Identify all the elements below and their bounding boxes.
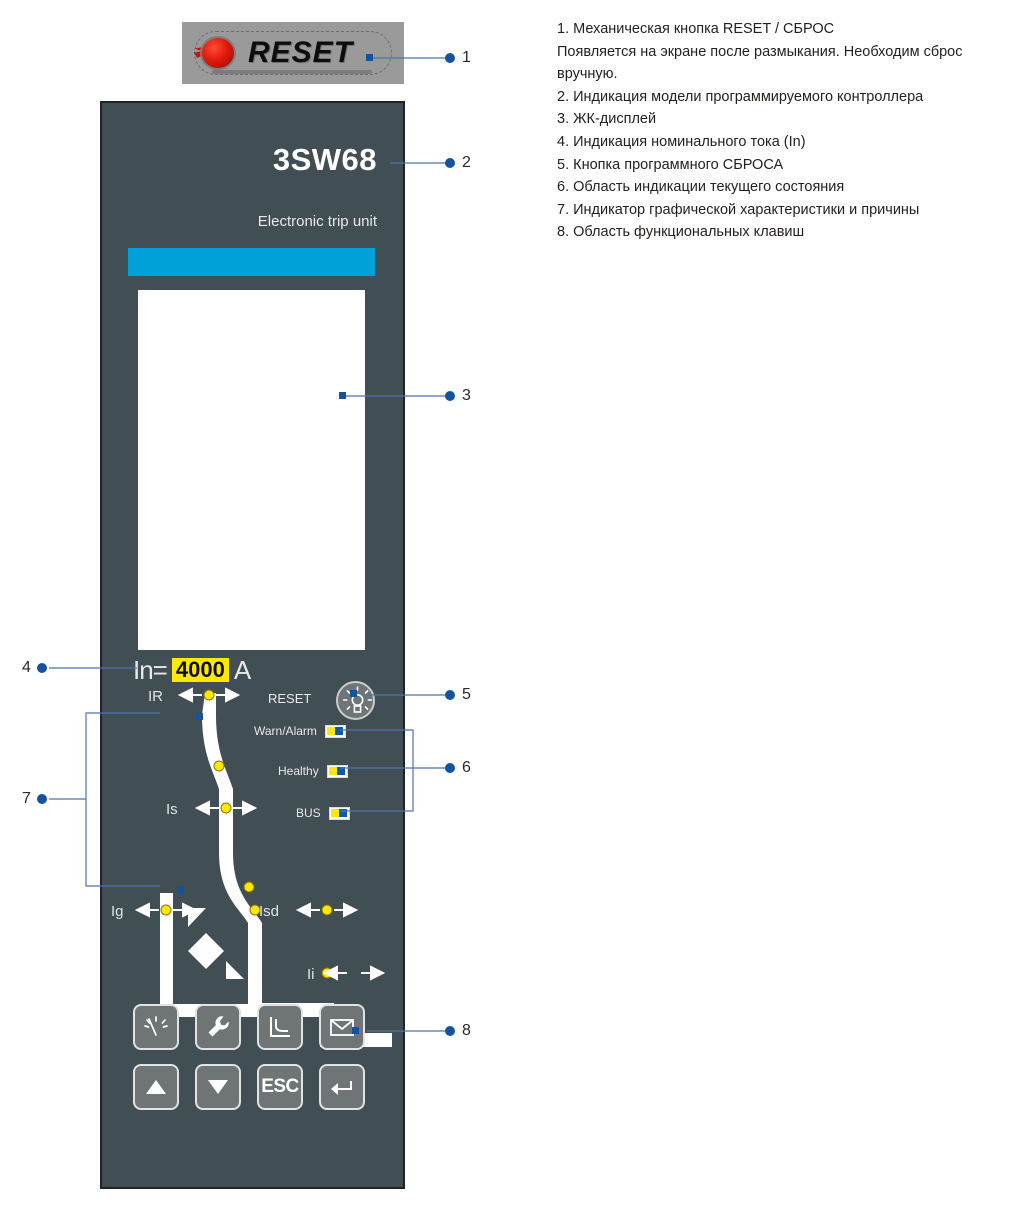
- status-led-healthy: Healthy: [278, 764, 348, 778]
- legend-line: 7. Индикатор графической характеристики …: [557, 201, 920, 218]
- measure-key[interactable]: [133, 1004, 179, 1050]
- accent-bar: [128, 248, 375, 276]
- legend-line: 1. Механическая кнопка RESET / СБРОС: [557, 21, 835, 37]
- status-led-label: Warn/Alarm: [254, 724, 317, 738]
- soft-reset-button[interactable]: [336, 681, 375, 720]
- legend-line: Появляется на экране после размыкания. Н…: [557, 43, 963, 60]
- callout-number-4: 4: [22, 659, 31, 676]
- legend-panel: 1. Механическая кнопка RESET / СБРОС Поя…: [557, 18, 1027, 244]
- curve-label-ir: IR: [148, 688, 163, 705]
- device-subtitle-label: Electronic trip unit: [257, 213, 377, 230]
- function-key-row-bottom: ESC: [133, 1064, 365, 1110]
- led-indicator-icon: [326, 764, 348, 778]
- envelope-icon: [330, 1019, 354, 1036]
- led-indicator-icon: [328, 806, 350, 820]
- callout-number-7: 7: [22, 790, 31, 807]
- legend-line: 3. ЖК-дисплей: [557, 111, 657, 128]
- wrench-icon: [208, 1016, 229, 1037]
- enter-return-icon: [331, 1081, 352, 1095]
- legend-line: 8. Область функциональных клавиш: [557, 224, 805, 241]
- adjust-arrows: [134, 687, 386, 981]
- callout-number-6: 6: [462, 759, 471, 776]
- arrow-up-icon: [146, 1080, 166, 1094]
- curve-label-isd: Isd: [259, 903, 279, 920]
- legend-line: 2. Индикация модели программируемого кон…: [557, 88, 924, 105]
- status-led-bus: BUS: [296, 806, 350, 820]
- curve-label-is: Is: [166, 801, 178, 818]
- mechanical-reset-label: RESET: [248, 36, 354, 69]
- rated-current-value: 4000: [171, 658, 229, 682]
- device-model-label: 3SW68: [272, 142, 377, 177]
- legend-line: вручную.: [557, 66, 618, 83]
- curve-key[interactable]: [257, 1004, 303, 1050]
- mechanical-reset-button[interactable]: RESET: [182, 22, 404, 84]
- led-indicator-icon: [324, 724, 346, 738]
- rated-current-prefix: In=: [133, 654, 168, 685]
- function-key-row-top: [133, 1004, 365, 1050]
- bulb-icon: [342, 686, 373, 713]
- message-key[interactable]: [319, 1004, 365, 1050]
- soft-reset-label: RESET: [268, 691, 312, 706]
- rated-current-unit: A: [233, 654, 252, 685]
- legend-line: 6. Область индикации текущего состояния: [557, 179, 845, 196]
- callout-number-3: 3: [462, 387, 471, 404]
- callout-number-5: 5: [462, 686, 471, 703]
- callout-number-8: 8: [462, 1022, 471, 1039]
- legend-line: 4. Индикация номинального тока (In): [557, 133, 806, 150]
- esc-text-icon: ESC: [261, 1076, 299, 1097]
- legend-line: 5. Кнопка программного СБРОСА: [557, 156, 784, 173]
- up-key[interactable]: [133, 1064, 179, 1110]
- trip-unit-device: 3SW68 Electronic trip unit In= 4000 A: [100, 101, 405, 1189]
- reset-plate-shadow: [212, 70, 372, 74]
- curve-label-ig: Ig: [111, 903, 124, 920]
- callout-number-1: 1: [462, 49, 471, 66]
- red-indicator-icon[interactable]: [202, 38, 234, 68]
- curve-label-ii: Ii: [307, 966, 315, 983]
- function-key-area: ESC: [133, 1004, 365, 1124]
- callout-number-2: 2: [462, 154, 471, 171]
- inrush-arrow-decoration: [188, 908, 244, 979]
- rated-current-indicator: In= 4000 A: [133, 654, 252, 685]
- down-key[interactable]: [195, 1064, 241, 1110]
- gauge-icon: [144, 1016, 168, 1036]
- status-led-label: Healthy: [278, 764, 319, 778]
- arrow-down-icon: [208, 1080, 228, 1094]
- status-led-warn-alarm: Warn/Alarm: [254, 724, 346, 738]
- esc-key[interactable]: ESC: [257, 1064, 303, 1110]
- enter-key[interactable]: [319, 1064, 365, 1110]
- settings-key[interactable]: [195, 1004, 241, 1050]
- trip-curve-icon: [270, 1017, 290, 1037]
- status-led-label: BUS: [296, 806, 321, 820]
- lcd-display[interactable]: [138, 290, 365, 650]
